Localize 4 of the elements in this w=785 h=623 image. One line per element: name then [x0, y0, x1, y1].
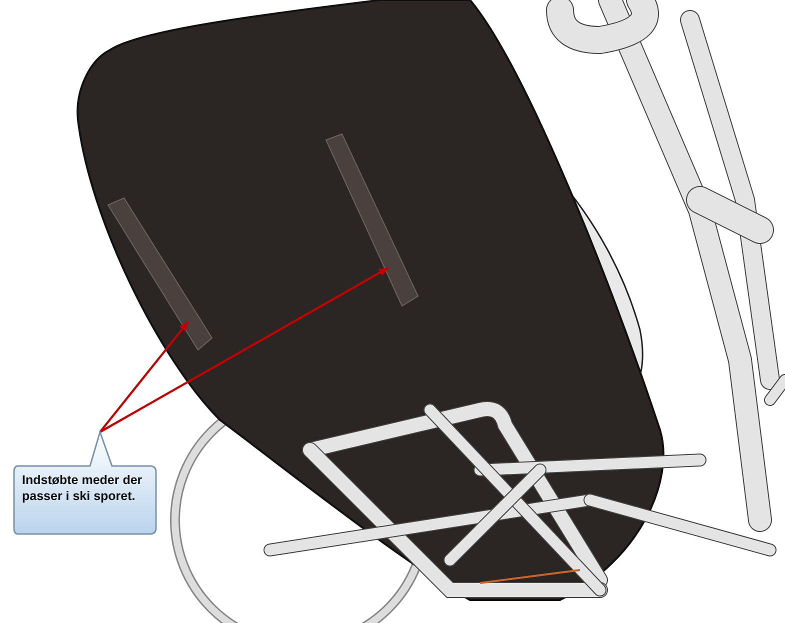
- callout-text: Indstøbte meder der passer i ski sporet.: [22, 472, 144, 504]
- arrow: [99, 267, 389, 433]
- ski-runner: [107, 197, 213, 351]
- arrow: [99, 321, 189, 433]
